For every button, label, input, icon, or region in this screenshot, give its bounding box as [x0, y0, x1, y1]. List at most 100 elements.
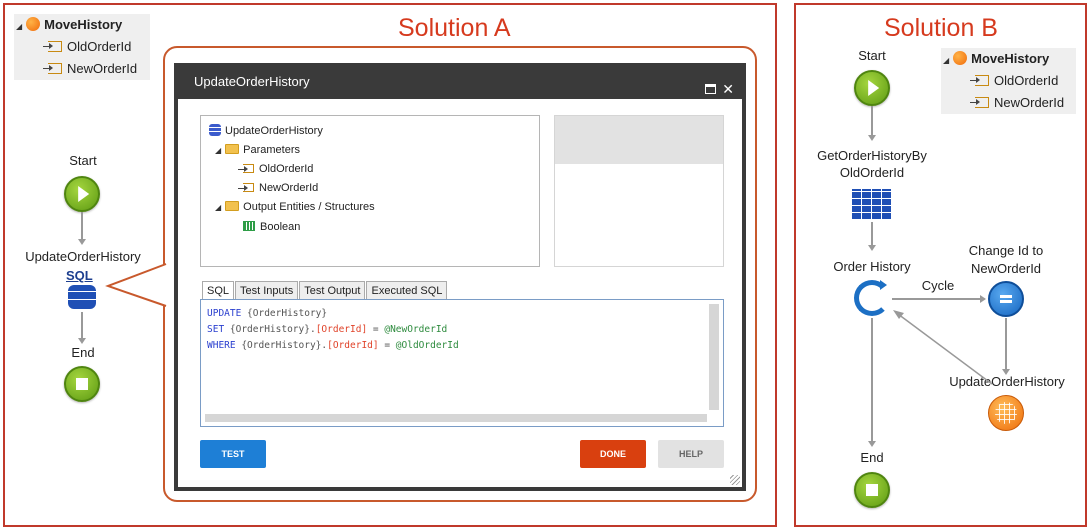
tree-param-item[interactable]: OldOrderId [43, 38, 132, 56]
parameters-tree-panel: UpdateOrderHistory ◢ Parameters OldOrderI… [200, 115, 540, 267]
assign-node[interactable] [988, 281, 1024, 317]
parameters-label: Parameters [243, 144, 301, 156]
dialog-title: UpdateOrderHistory [194, 74, 310, 89]
query-node-label-line2: OldOrderId [839, 165, 905, 180]
tab-executed-sql[interactable]: Executed SQL [366, 281, 448, 299]
dialog-tree-output[interactable]: ◢Output Entities / Structures [215, 200, 375, 215]
tree-root-label: MoveHistory [971, 51, 1050, 66]
arrow-head [78, 239, 86, 245]
input-parameter-icon [970, 97, 989, 108]
tree-param-item[interactable]: NewOrderId [43, 60, 138, 78]
tree-root-item[interactable]: ◢ MoveHistory [16, 16, 122, 34]
dialog-tree-parameters[interactable]: ◢ Parameters [215, 143, 300, 158]
dialog-tree-output-item[interactable]: Boolean [243, 220, 300, 234]
sql-line: SET {OrderHistory}.[OrderId] = @NewOrder… [207, 324, 448, 335]
sql-line: UPDATE {OrderHistory} [207, 308, 328, 319]
arrow-head [868, 245, 876, 251]
aggregate-table-icon[interactable] [852, 189, 892, 219]
resize-grip-icon[interactable] [730, 475, 740, 485]
vertical-scrollbar[interactable] [709, 304, 719, 410]
loop-return-connector [893, 310, 993, 385]
dialog-tree-root-label: UpdateOrderHistory [225, 125, 323, 137]
end-node[interactable] [64, 366, 100, 402]
database-icon [209, 124, 221, 136]
loop-arrow-icon [880, 280, 887, 290]
tab-sql[interactable]: SQL [202, 281, 235, 299]
play-icon [78, 186, 90, 202]
flow-connector [871, 106, 873, 136]
collapse-triangle-icon[interactable]: ◢ [943, 56, 950, 65]
arrow-head [868, 441, 876, 447]
sql-icon-text: SQL [66, 268, 93, 283]
flow-connector [1005, 318, 1007, 370]
tree-param-item[interactable]: NewOrderId [970, 94, 1065, 112]
editor-tabs: SQL Test Inputs Test Output Executed SQL [202, 281, 448, 299]
dialog-tree-param[interactable]: NewOrderId [238, 181, 318, 195]
tab-test-inputs[interactable]: Test Inputs [235, 281, 299, 299]
sql-node-label: UpdateOrderHistory [25, 249, 141, 264]
assign-node-label-line1: Change Id to [968, 243, 1044, 258]
sql-line: WHERE {OrderHistory}.[OrderId] = @OldOrd… [207, 340, 459, 351]
stop-icon [76, 378, 88, 390]
maximize-icon[interactable] [705, 84, 717, 94]
horizontal-scrollbar[interactable] [205, 414, 707, 422]
start-node-label: Start [69, 153, 97, 168]
action-icon [953, 51, 968, 65]
solution-a-title: Solution A [398, 14, 511, 42]
done-button[interactable]: DONE [580, 440, 646, 468]
tree-param-label: NewOrderId [994, 95, 1065, 110]
tree-param-label: OldOrderId [67, 39, 132, 54]
output-item-label: Boolean [260, 221, 301, 233]
solution-b-title: Solution B [884, 14, 998, 42]
dialog-header: UpdateOrderHistory ✕ [178, 67, 742, 99]
update-entity-node[interactable] [988, 395, 1024, 431]
input-parameter-icon [43, 41, 62, 52]
tree-root-label: MoveHistory [44, 17, 123, 32]
param-label: OldOrderId [259, 163, 314, 175]
input-parameter-icon [43, 63, 62, 74]
folder-icon [225, 201, 240, 211]
start-node-label: Start [858, 48, 886, 63]
sql-editor[interactable]: UPDATE {OrderHistory} SET {OrderHistory}… [200, 299, 724, 427]
tab-test-output[interactable]: Test Output [299, 281, 366, 299]
cycle-connector [892, 298, 980, 300]
dialog-tree-root[interactable]: UpdateOrderHistory [209, 124, 323, 138]
input-parameter-icon [238, 183, 254, 192]
database-icon [68, 285, 96, 309]
action-icon [26, 17, 41, 31]
tree-param-item[interactable]: OldOrderId [970, 72, 1059, 90]
arrow-head [1002, 369, 1010, 375]
play-icon [868, 80, 880, 96]
test-button[interactable]: TEST [200, 440, 266, 468]
arrow-head [980, 295, 986, 303]
assign-node-label-line2: NewOrderId [970, 261, 1042, 276]
dialog-tree-param[interactable]: OldOrderId [238, 162, 314, 176]
folder-icon [225, 144, 240, 154]
query-node-label-line1: GetOrderHistoryBy [817, 148, 927, 163]
sql-node[interactable]: SQL [64, 268, 100, 310]
tree-param-label: NewOrderId [67, 61, 138, 76]
structure-grid-icon [243, 221, 255, 231]
close-icon[interactable]: ✕ [722, 81, 734, 97]
callout-pointer [105, 263, 167, 307]
flow-connector [81, 312, 83, 340]
preview-header [555, 116, 723, 164]
collapse-triangle-icon[interactable]: ◢ [215, 203, 222, 212]
flow-connector [81, 212, 83, 240]
help-button[interactable]: HELP [658, 440, 724, 468]
collapse-triangle-icon[interactable]: ◢ [16, 22, 23, 31]
entity-grid-icon [995, 402, 1017, 424]
tree-param-label: OldOrderId [994, 73, 1059, 88]
tree-root-item[interactable]: ◢ MoveHistory [943, 50, 1049, 68]
flow-connector [871, 318, 873, 442]
action-tree: ◢ MoveHistory OldOrderId NewOrderId [941, 48, 1076, 114]
start-node[interactable] [854, 70, 890, 106]
equals-icon [1000, 295, 1012, 303]
sql-editor-dialog: UpdateOrderHistory ✕ UpdateOrderHistory … [174, 63, 746, 491]
end-node-label: End [71, 345, 95, 360]
sql-code[interactable]: UPDATE {OrderHistory} SET {OrderHistory}… [207, 306, 459, 354]
start-node[interactable] [64, 176, 100, 212]
update-node-label: UpdateOrderHistory [949, 374, 1065, 389]
end-node[interactable] [854, 472, 890, 508]
collapse-triangle-icon[interactable]: ◢ [215, 146, 222, 155]
